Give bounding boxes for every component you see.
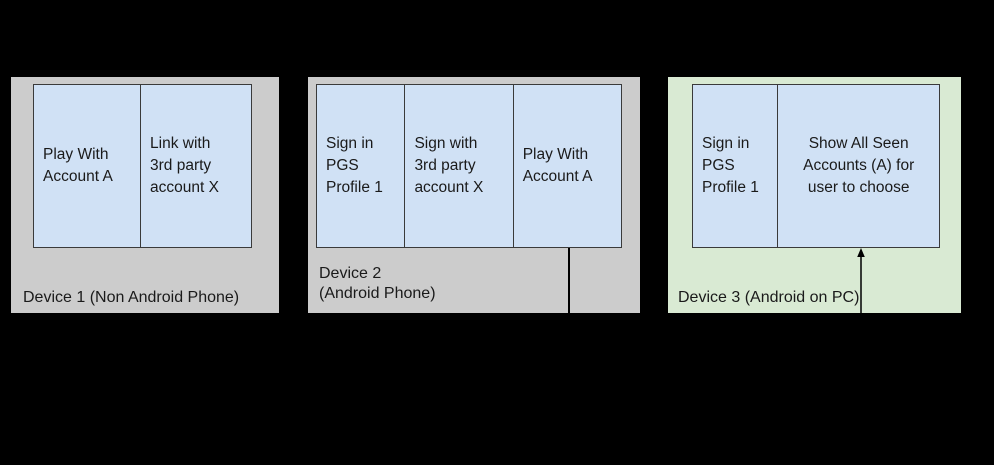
step-group-device-2: Sign in PGS Profile 1 Sign with 3rd part… [316,84,622,248]
device-label-device-3: Device 3 (Android on PC) [678,289,860,306]
arrow-up-icon [857,248,865,318]
step-box-device-2-2[interactable]: Sign with 3rd party account X [405,85,514,247]
step-group-device-1: Play With Account A Link with 3rd party … [33,84,252,248]
step-box-device-2-3[interactable]: Play With Account A [513,85,621,247]
step-box-device-1-1[interactable]: Play With Account A [34,85,142,247]
device-label-device-1: Device 1 (Non Android Phone) [23,289,240,306]
connector-device-3-inbound-arrow [854,248,868,318]
device-label-device-2: Device 2 (Android Phone) [319,265,436,302]
step-box-device-3-2[interactable]: Show All Seen Accounts (A) for user to c… [778,85,939,247]
step-group-device-3: Sign in PGS Profile 1 Show All Seen Acco… [692,84,940,248]
step-box-device-2-1[interactable]: Sign in PGS Profile 1 [317,85,406,247]
step-box-device-3-1[interactable]: Sign in PGS Profile 1 [693,85,779,247]
step-box-device-1-2[interactable]: Link with 3rd party account X [141,85,251,247]
connector-device-2-drop-line [568,248,570,313]
